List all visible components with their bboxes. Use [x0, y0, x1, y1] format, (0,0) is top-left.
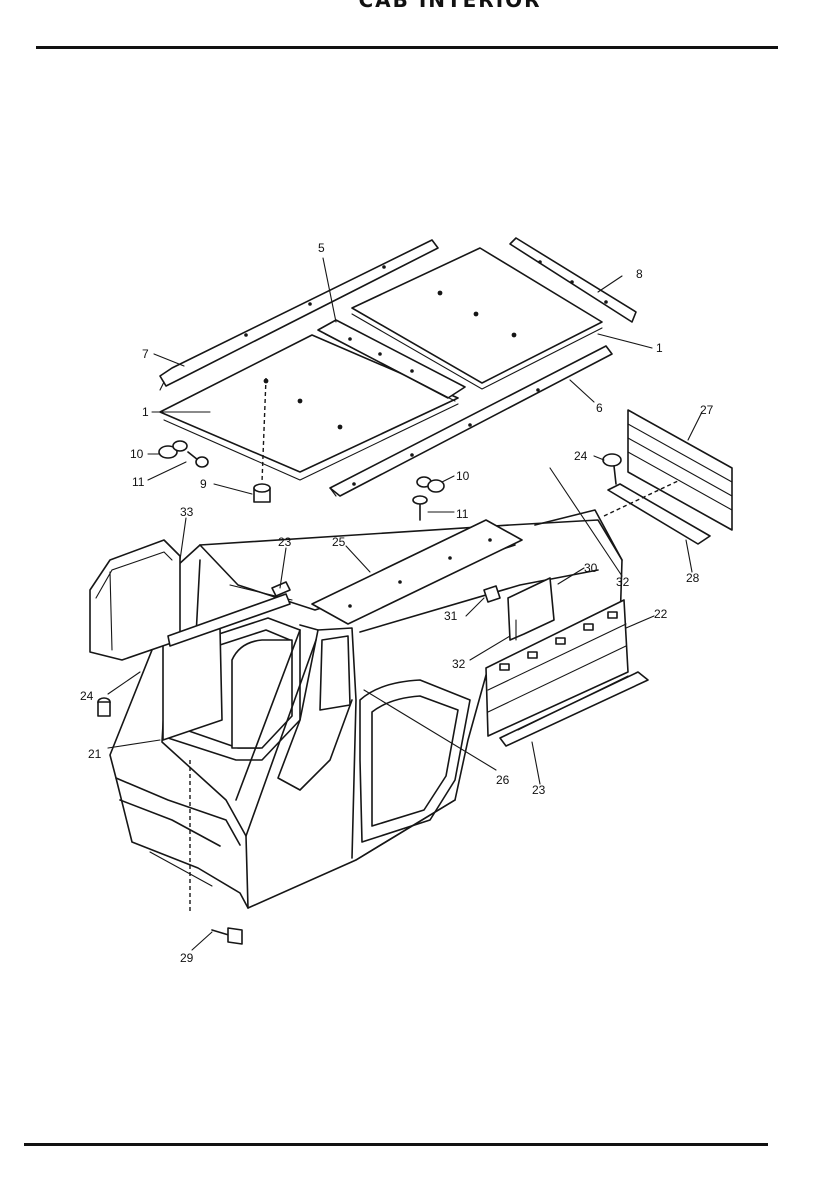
callout-labels: 5 8 7 1 1 6 10 11 9 10 11 24 27 28 33 23…	[80, 241, 714, 965]
callout-6: 6	[596, 401, 603, 415]
callout-31: 31	[444, 609, 458, 623]
bolt-11-right	[412, 495, 428, 521]
rear-roof-rail	[509, 237, 637, 323]
callout-28: 28	[686, 571, 700, 585]
callout-5: 5	[318, 241, 325, 255]
bracket-28	[603, 479, 711, 545]
callout-30: 30	[584, 561, 598, 575]
bolt-29	[189, 760, 243, 945]
assembly-line	[261, 377, 267, 483]
callout-11-right: 11	[456, 507, 469, 521]
callout-32-lower: 32	[452, 657, 466, 671]
callout-33: 33	[180, 505, 194, 519]
callout-8: 8	[636, 267, 643, 281]
callout-1-rear: 1	[656, 341, 663, 355]
callout-26: 26	[496, 773, 510, 787]
footer-rule	[24, 1143, 768, 1146]
washer-10-right	[416, 476, 445, 493]
callout-11-left: 11	[132, 475, 145, 489]
callout-25: 25	[332, 535, 346, 549]
page-title: CAB INTERIOR	[358, 0, 542, 12]
leader-lines	[107, 257, 703, 951]
callout-24-top: 24	[574, 449, 588, 463]
callout-7: 7	[142, 347, 149, 361]
center-roof-rail	[317, 319, 466, 402]
callout-1-front: 1	[142, 405, 149, 419]
callout-10-right: 10	[456, 469, 470, 483]
bracket-30	[507, 577, 555, 641]
clip-24-left	[97, 697, 111, 717]
washer-10-left	[158, 440, 188, 459]
roof-panel-rear	[351, 247, 603, 390]
sill-plate-23	[499, 671, 649, 747]
callout-22: 22	[654, 607, 668, 621]
bolt-11-left	[187, 451, 209, 468]
roof-panel-front	[159, 334, 459, 481]
side-panel-22	[485, 599, 629, 737]
callout-27: 27	[700, 403, 714, 417]
clip-23-top	[167, 581, 291, 647]
rear-panel-33	[89, 539, 181, 661]
left-roof-rail	[159, 239, 439, 391]
callout-23-top: 23	[278, 535, 292, 549]
header-rule	[36, 46, 778, 49]
callout-21: 21	[88, 747, 102, 761]
callout-32-upper: 32	[616, 575, 630, 589]
nut-31	[483, 585, 501, 603]
nut-9	[253, 483, 271, 503]
callout-24-left: 24	[80, 689, 94, 703]
callout-10-left: 10	[130, 447, 144, 461]
callout-29: 29	[180, 951, 194, 965]
callout-23-bottom: 23	[532, 783, 546, 797]
clip-24-top	[602, 453, 622, 485]
callout-9: 9	[200, 477, 207, 491]
right-roof-rail	[329, 345, 613, 497]
trim-panel-27	[627, 409, 733, 531]
upper-trim-25	[311, 519, 523, 625]
